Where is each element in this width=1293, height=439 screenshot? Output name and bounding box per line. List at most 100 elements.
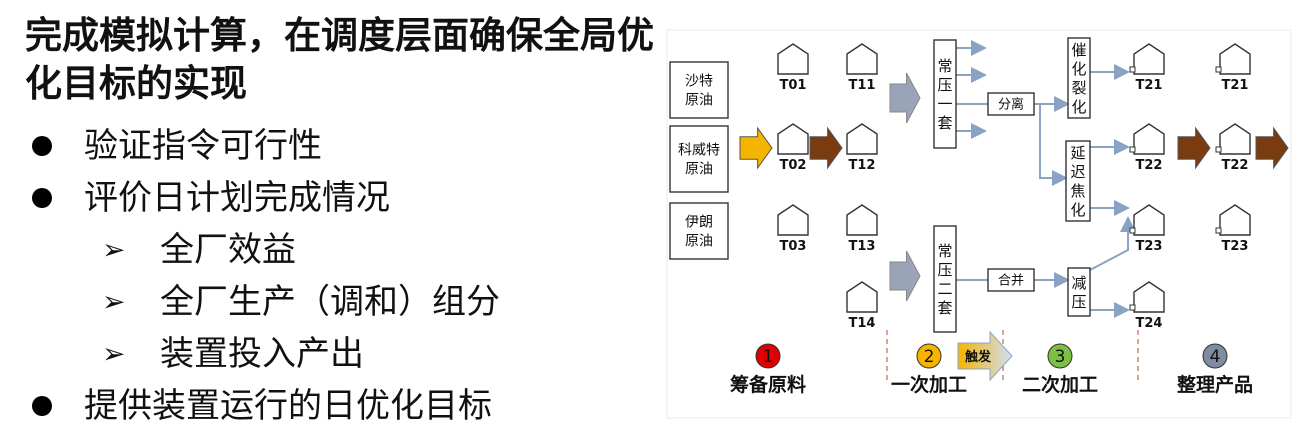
unit-vac-box-label: 压 — [1071, 293, 1086, 311]
stage-number: 4 — [1210, 347, 1221, 367]
unit-merge-box — [987, 268, 1035, 292]
unit-coker-box-label: 延 — [1070, 144, 1085, 162]
feed-arrow-brown — [809, 126, 843, 170]
crude-iran-box-label: 原油 — [685, 234, 713, 250]
tank-T03 — [777, 204, 809, 236]
flow-line — [1089, 216, 1136, 271]
unit-split-box — [987, 92, 1035, 116]
tank-T23b — [1219, 204, 1251, 236]
tank-label: T13 — [849, 239, 876, 254]
bullet-list: 验证指令可行性 评价日计划完成情况 ➢全厂效益 ➢全厂生产（调和）组分 ➢装置投… — [28, 120, 500, 432]
tank-label: T21 — [1136, 78, 1163, 93]
unit-fcc-box-label: 裂 — [1071, 79, 1086, 97]
bullet-dot-icon — [32, 396, 52, 416]
trigger-label: 触发 — [964, 349, 992, 365]
tank-T23b-nozzle — [1215, 227, 1222, 234]
unit-cdu1-box — [933, 39, 957, 149]
unit-cdu2-box-label: 常 — [937, 242, 952, 260]
tank-label: T22 — [1222, 158, 1249, 173]
bullet-dot-icon — [32, 188, 52, 208]
crude-saudi-box — [669, 61, 729, 119]
crude-iran-box-label: 伊朗 — [685, 215, 713, 231]
tank-label: T02 — [780, 158, 807, 173]
stage-label: 二次加工 — [1022, 373, 1098, 396]
sub-bullet-item: ➢全厂效益 — [28, 224, 500, 276]
unit-merge-box-label: 合并 — [998, 274, 1024, 289]
cdu2-feed-arrow — [889, 250, 921, 302]
tank-T22b-nozzle — [1215, 146, 1222, 153]
unit-cdu1-box-label: 压 — [937, 76, 952, 94]
crude-iran-box — [669, 202, 729, 260]
tank-T22a — [1133, 123, 1165, 155]
unit-fcc-box-label: 化 — [1071, 98, 1086, 116]
stage-label: 一次加工 — [891, 373, 967, 396]
crude-saudi-box-label: 原油 — [685, 93, 713, 109]
arrow-bullet-icon: ➢ — [102, 337, 126, 370]
stage-label: 筹备原料 — [730, 373, 806, 396]
unit-split-box-label: 分离 — [998, 97, 1024, 113]
tank-label: T03 — [780, 239, 807, 254]
tank-label: T01 — [780, 78, 807, 93]
tank-T21a-nozzle — [1129, 66, 1136, 73]
tank-T02 — [777, 123, 809, 155]
bullet-dot-icon — [32, 136, 52, 156]
tank-T23a — [1133, 204, 1165, 236]
flow-line — [1034, 103, 1068, 186]
unit-cdu2-box-label: 压 — [937, 261, 952, 279]
unit-coker-box-label: 焦 — [1070, 182, 1085, 200]
product-arrow-brown-2 — [1255, 126, 1289, 170]
unit-vac-box — [1067, 267, 1091, 317]
tank-label: T21 — [1222, 78, 1249, 93]
unit-cdu1-box-label: 常 — [937, 57, 952, 75]
tank-T21b — [1219, 43, 1251, 75]
unit-cdu1-box-label: 套 — [937, 114, 952, 132]
tank-label: T24 — [1136, 316, 1163, 331]
stage-number: 2 — [924, 347, 935, 367]
cdu1-feed-arrow — [889, 72, 921, 124]
tank-T13 — [846, 204, 878, 236]
unit-cdu1-box-label: 一 — [937, 95, 952, 113]
product-arrow-brown-1 — [1177, 126, 1211, 170]
arrow-bullet-icon: ➢ — [102, 233, 126, 266]
tank-label: T22 — [1136, 158, 1163, 173]
bullet-item: 提供装置运行的日优化目标 — [28, 380, 500, 432]
unit-fcc-box — [1067, 37, 1091, 119]
unit-cdu2-box — [933, 225, 957, 333]
crude-kuwait-box — [669, 125, 729, 193]
tank-T01 — [777, 43, 809, 75]
stage-1-badge — [755, 343, 781, 369]
tank-label: T23 — [1222, 239, 1249, 254]
tank-T22a-nozzle — [1129, 146, 1136, 153]
sub-bullet-item: ➢装置投入产出 — [28, 328, 500, 380]
bullet-item: 验证指令可行性 — [28, 120, 500, 172]
tank-label: T12 — [849, 158, 876, 173]
crude-kuwait-box-label: 科威特 — [678, 143, 720, 159]
stage-label: 整理产品 — [1177, 373, 1253, 396]
stage-number: 3 — [1055, 347, 1066, 367]
tank-T11 — [846, 43, 878, 75]
tank-T12 — [846, 123, 878, 155]
unit-cdu2-box-label: 套 — [937, 299, 952, 317]
tank-T22b — [1219, 123, 1251, 155]
stage-4-badge — [1202, 343, 1228, 369]
page-title: 完成模拟计算，在调度层面确保全局优化目标的实现 — [25, 14, 654, 105]
sub-bullet-item: ➢全厂生产（调和）组分 — [28, 276, 500, 328]
tank-T21a — [1133, 43, 1165, 75]
tank-T24 — [1133, 281, 1165, 313]
stage-3-badge — [1047, 343, 1073, 369]
arrow-bullet-icon: ➢ — [102, 285, 126, 318]
tank-T24-nozzle — [1129, 304, 1136, 311]
tank-label: T14 — [849, 316, 876, 331]
unit-coker-box-label: 迟 — [1070, 163, 1085, 181]
unit-coker-box-label: 化 — [1070, 201, 1085, 219]
tank-T14 — [846, 281, 878, 313]
tank-T21b-nozzle — [1215, 66, 1222, 73]
crude-saudi-box-label: 沙特 — [685, 74, 713, 90]
unit-fcc-box-label: 催 — [1071, 41, 1086, 59]
tank-label: T11 — [849, 78, 876, 93]
unit-vac-box-label: 减 — [1071, 274, 1086, 292]
bullet-item: 评价日计划完成情况 — [28, 172, 500, 224]
unit-coker-box — [1065, 140, 1091, 222]
unit-fcc-box-label: 化 — [1071, 60, 1086, 78]
